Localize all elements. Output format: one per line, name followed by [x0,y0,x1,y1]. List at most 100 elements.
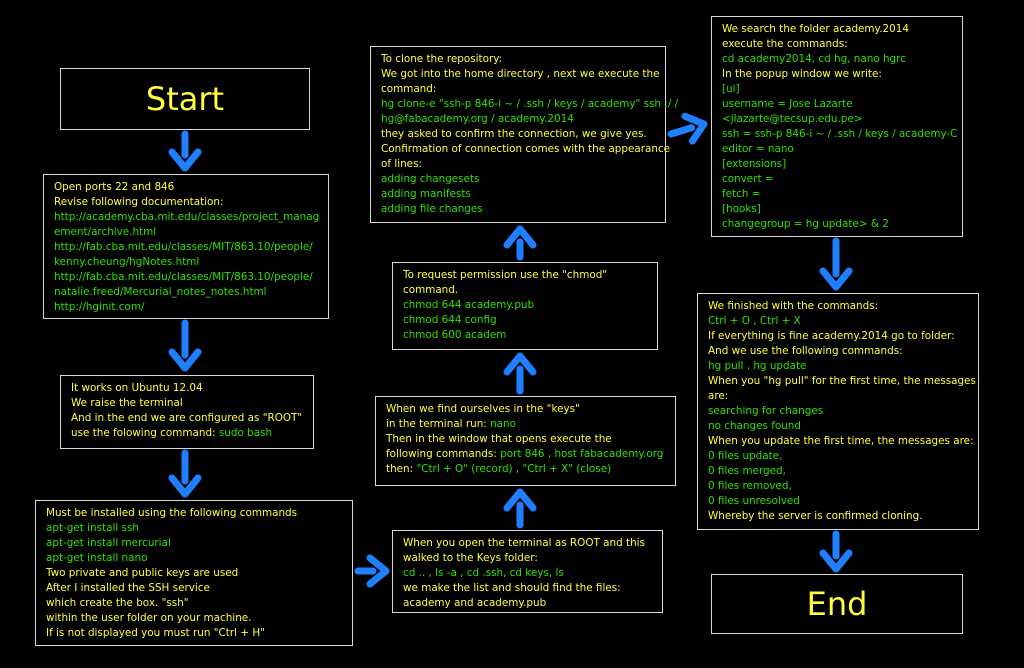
finish-line: searching for changes [708,404,970,419]
clone-line: command: [381,82,657,97]
description-text: in the terminal run: [386,418,491,430]
step-keys-folder: When you open the terminal as ROOT and t… [392,530,663,613]
command-text: natalie.freed/Mercurial_notes_notes.html [54,286,267,298]
nano-line: then: "Ctrl + O" (record) , "Ctrl + X" (… [386,462,667,477]
ubuntu-line: It works on Ubuntu 12.04 [71,381,305,396]
keys-folder-line: walked to the Keys folder: [403,551,654,566]
finish-line: And we use the following commands: [708,344,970,359]
description-text: When you "hg pull" for the first time, t… [708,375,976,387]
command-text: apt-get install nano [46,552,148,564]
ubuntu-line: And in the end we are configured as "ROO… [71,411,305,426]
command-text: chmod 644 config [403,314,497,326]
ports-line: kenny.cheung/hgNotes.html [54,255,320,270]
ports-line: http://fab.cba.mit.edu/classes/MIT/863.1… [54,240,320,255]
command-text: http://fab.cba.mit.edu/classes/MIT/863.1… [54,241,313,253]
arrow-hgrc-to-finish [819,237,853,291]
finish-line: 0 files merged, [708,464,970,479]
description-text: of lines: [381,158,422,170]
description-text: We raise the terminal [71,397,183,409]
command-text: cd .. , ls -a , cd .ssh, cd keys, ls [403,567,564,579]
description-text: we make the list and should find the fil… [403,582,621,594]
ports-line: natalie.freed/Mercurial_notes_notes.html [54,285,320,300]
install-line: which create the box. "ssh" [46,596,344,611]
finish-line: Ctrl + O , Ctrl + X [708,314,970,329]
description-text: We finished with the commands: [708,300,879,312]
arrow-start-to-ports [168,130,202,172]
command-text: 0 files merged, [708,465,786,477]
keys-folder-line: academy and academy.pub [403,596,654,611]
finish-line: If everything is fine academy.2014 go to… [708,329,970,344]
command-text: adding file changes [381,203,483,215]
finish-line: 0 files update, [708,449,970,464]
chmod-line: To request permission use the "chmod" [403,268,649,283]
ports-line: http://hginit.com/ [54,300,320,315]
command-text: hg pull , hg update [708,360,807,372]
description-text: Then in the window that opens execute th… [386,433,612,445]
nano-line: Then in the window that opens execute th… [386,432,667,447]
command-text: [ui] [722,83,740,95]
description-text: We search the folder academy.2014 [722,23,909,35]
hgrc-line: <jlazarte@tecsup.edu.pe> [722,112,954,127]
finish-line: are: [708,389,970,404]
command-text: adding manifests [381,188,471,200]
description-text: When you update the first time, the mess… [708,435,974,447]
command-text: editor = nano [722,143,794,155]
ports-line: http://fab.cba.mit.edu/classes/MIT/863.1… [54,270,320,285]
keys-folder-line: cd .. , ls -a , cd .ssh, cd keys, ls [403,566,654,581]
hgrc-line: fetch = [722,187,954,202]
description-text: within the user folder on your machine. [46,612,252,624]
hgrc-line: [extensions] [722,157,954,172]
description-text: Revise following documentation: [54,196,224,208]
clone-line: they asked to confirm the connection, we… [381,127,657,142]
command-text: ement/archive.html [54,226,157,238]
hgrc-line: In the popup window we write: [722,67,954,82]
command-text: 0 files removed, [708,480,792,492]
arrow-finish-to-end [819,530,853,573]
description-text: then: [386,463,417,475]
hgrc-line: [ui] [722,82,954,97]
description-text: If everything is fine academy.2014 go to… [708,330,955,342]
ports-line: ement/archive.html [54,225,320,240]
step-install-packages: Must be installed using the following co… [35,500,353,646]
description-text: they asked to confirm the connection, we… [381,128,647,140]
command-text: [extensions] [722,158,787,170]
command-text: hg@fabacademy.org / academy.2014 [381,113,574,125]
keys-folder-line: we make the list and should find the fil… [403,581,654,596]
arrow-clone-to-hgrc [667,112,708,145]
step-clone-repository: To clone the repository:We got into the … [370,46,678,223]
ports-line: Open ports 22 and 846 [54,180,320,195]
hgrc-line: username = Jose Lazarte [722,97,954,112]
hgrc-line: execute the commands: [722,37,954,52]
clone-line: To clone the repository: [381,52,657,67]
command-text: [hooks] [722,203,761,215]
description-text: And in the end we are configured as "ROO… [71,412,303,424]
arrow-ports-to-ubuntu [168,319,202,372]
hgrc-line: cd academy2014, cd hg, nano hgrc [722,52,954,67]
start-label: Start [145,79,225,118]
nano-line: following commands: port 846 , host faba… [386,447,667,462]
chmod-line: command. [403,283,649,298]
command-text: 0 files update, [708,450,783,462]
command-text: http://hginit.com/ [54,301,145,313]
hgrc-line: changegroup = hg update> & 2 [722,217,954,232]
start-terminal: Start [60,68,310,130]
description-text: command. [403,284,459,296]
install-line: within the user folder on your machine. [46,611,344,626]
description-text: It works on Ubuntu 12.04 [71,382,203,394]
arrow-keys-to-nano [503,488,537,529]
description-text: Must be installed using the following co… [46,507,298,519]
finish-line: Whereby the server is confirmed cloning. [708,509,970,524]
command-text: kenny.cheung/hgNotes.html [54,256,200,268]
command-text: <jlazarte@tecsup.edu.pe> [722,113,863,125]
description-text: To request permission use the "chmod" [403,269,608,281]
description-text: In the popup window we write: [722,68,882,80]
hgrc-line: [hooks] [722,202,954,217]
arrow-chmod-to-clone [503,225,537,261]
end-terminal: End [711,574,963,634]
step-nano-config: When we find ourselves in the "keys"in t… [375,396,676,486]
clone-line: adding manifests [381,187,657,202]
finish-line: 0 files unresolved [708,494,970,509]
command-text: http://fab.cba.mit.edu/classes/MIT/863.1… [54,271,313,283]
